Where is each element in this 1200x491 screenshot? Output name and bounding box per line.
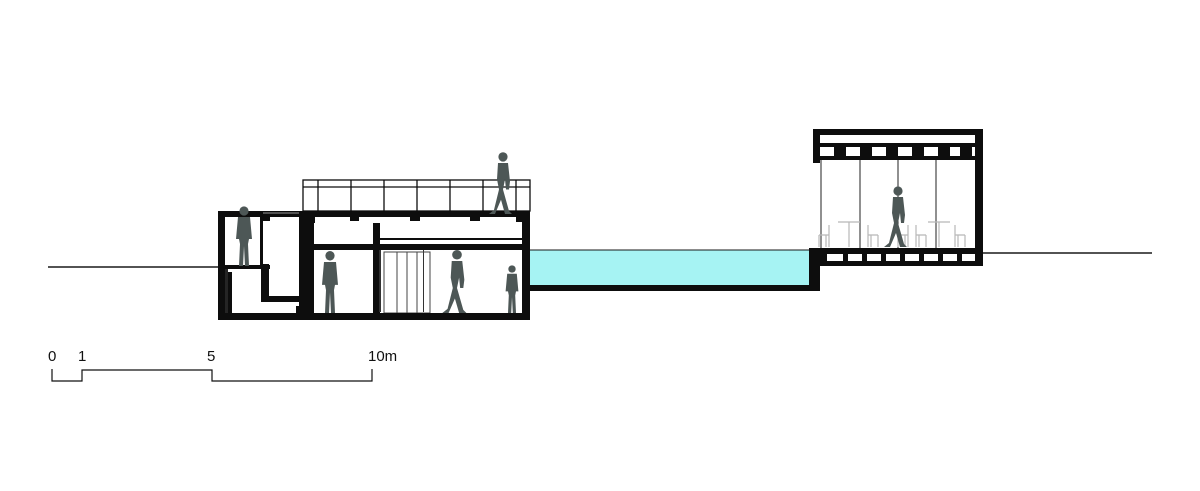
- pool-section: [530, 248, 820, 291]
- pool-floor: [530, 285, 820, 291]
- left-building-section: [218, 211, 530, 320]
- pavilion-floor-slab: [820, 248, 983, 254]
- person-child-interior: [505, 265, 519, 313]
- scale-label-5: 5: [207, 348, 215, 365]
- pool-wall: [809, 248, 820, 291]
- scale-label-10m: 10m: [368, 348, 397, 365]
- pool-water: [530, 250, 809, 285]
- person-inner-room: [322, 251, 338, 313]
- roof-slab: [218, 211, 530, 217]
- right-pavilion-section: [813, 129, 983, 266]
- scale-label-0: 0: [48, 348, 56, 365]
- floor-slab: [218, 313, 530, 320]
- glass-door: [383, 251, 431, 314]
- pavilion-roof: [813, 129, 983, 135]
- pavilion-right-wall: [975, 129, 983, 264]
- rooftop-railing: [302, 179, 531, 212]
- scale-label-1: 1: [78, 348, 86, 365]
- left-outer-wall: [218, 211, 225, 320]
- person-walking-rooftop: [489, 152, 512, 214]
- cafe-furniture: [818, 221, 966, 248]
- person-walking-interior: [442, 249, 467, 313]
- person-walking-pavilion: [884, 186, 907, 247]
- scale-bar-line: [51, 369, 373, 382]
- scale-bar: 0 1 5 10m: [48, 348, 397, 382]
- pavilion-left-wall: [813, 129, 820, 163]
